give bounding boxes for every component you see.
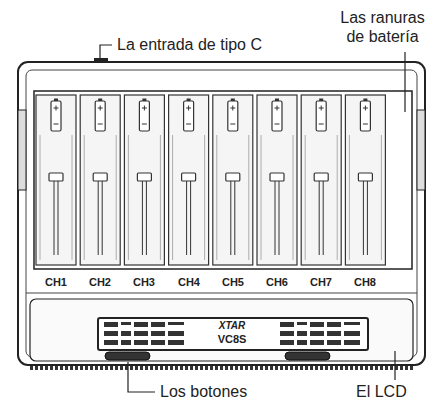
- lcd-screen: [98, 318, 368, 350]
- channel-label: CH4: [169, 276, 209, 288]
- lower-panel: [30, 299, 413, 361]
- brand-logo: XTAR: [202, 320, 262, 331]
- model-name: VC8S: [202, 333, 262, 345]
- callout-label: Las ranuras de batería: [335, 8, 430, 46]
- callout-label: El LCD: [356, 382, 426, 401]
- channel-label: CH3: [124, 276, 164, 288]
- type-c-port: [94, 58, 108, 62]
- channel-label: CH6: [257, 276, 297, 288]
- channel-label: CH8: [345, 276, 385, 288]
- callout-label: Los botones: [160, 382, 300, 401]
- channel-label: CH7: [301, 276, 341, 288]
- channel-label: CH5: [213, 276, 253, 288]
- slot-area: [34, 91, 412, 269]
- charger-body: [18, 62, 425, 365]
- channel-label: CH2: [80, 276, 120, 288]
- button: [105, 352, 150, 360]
- button: [285, 352, 330, 360]
- channel-label: CH1: [36, 276, 76, 288]
- callout-label: La entrada de tipo C: [117, 35, 287, 54]
- leader-lines: [100, 45, 405, 392]
